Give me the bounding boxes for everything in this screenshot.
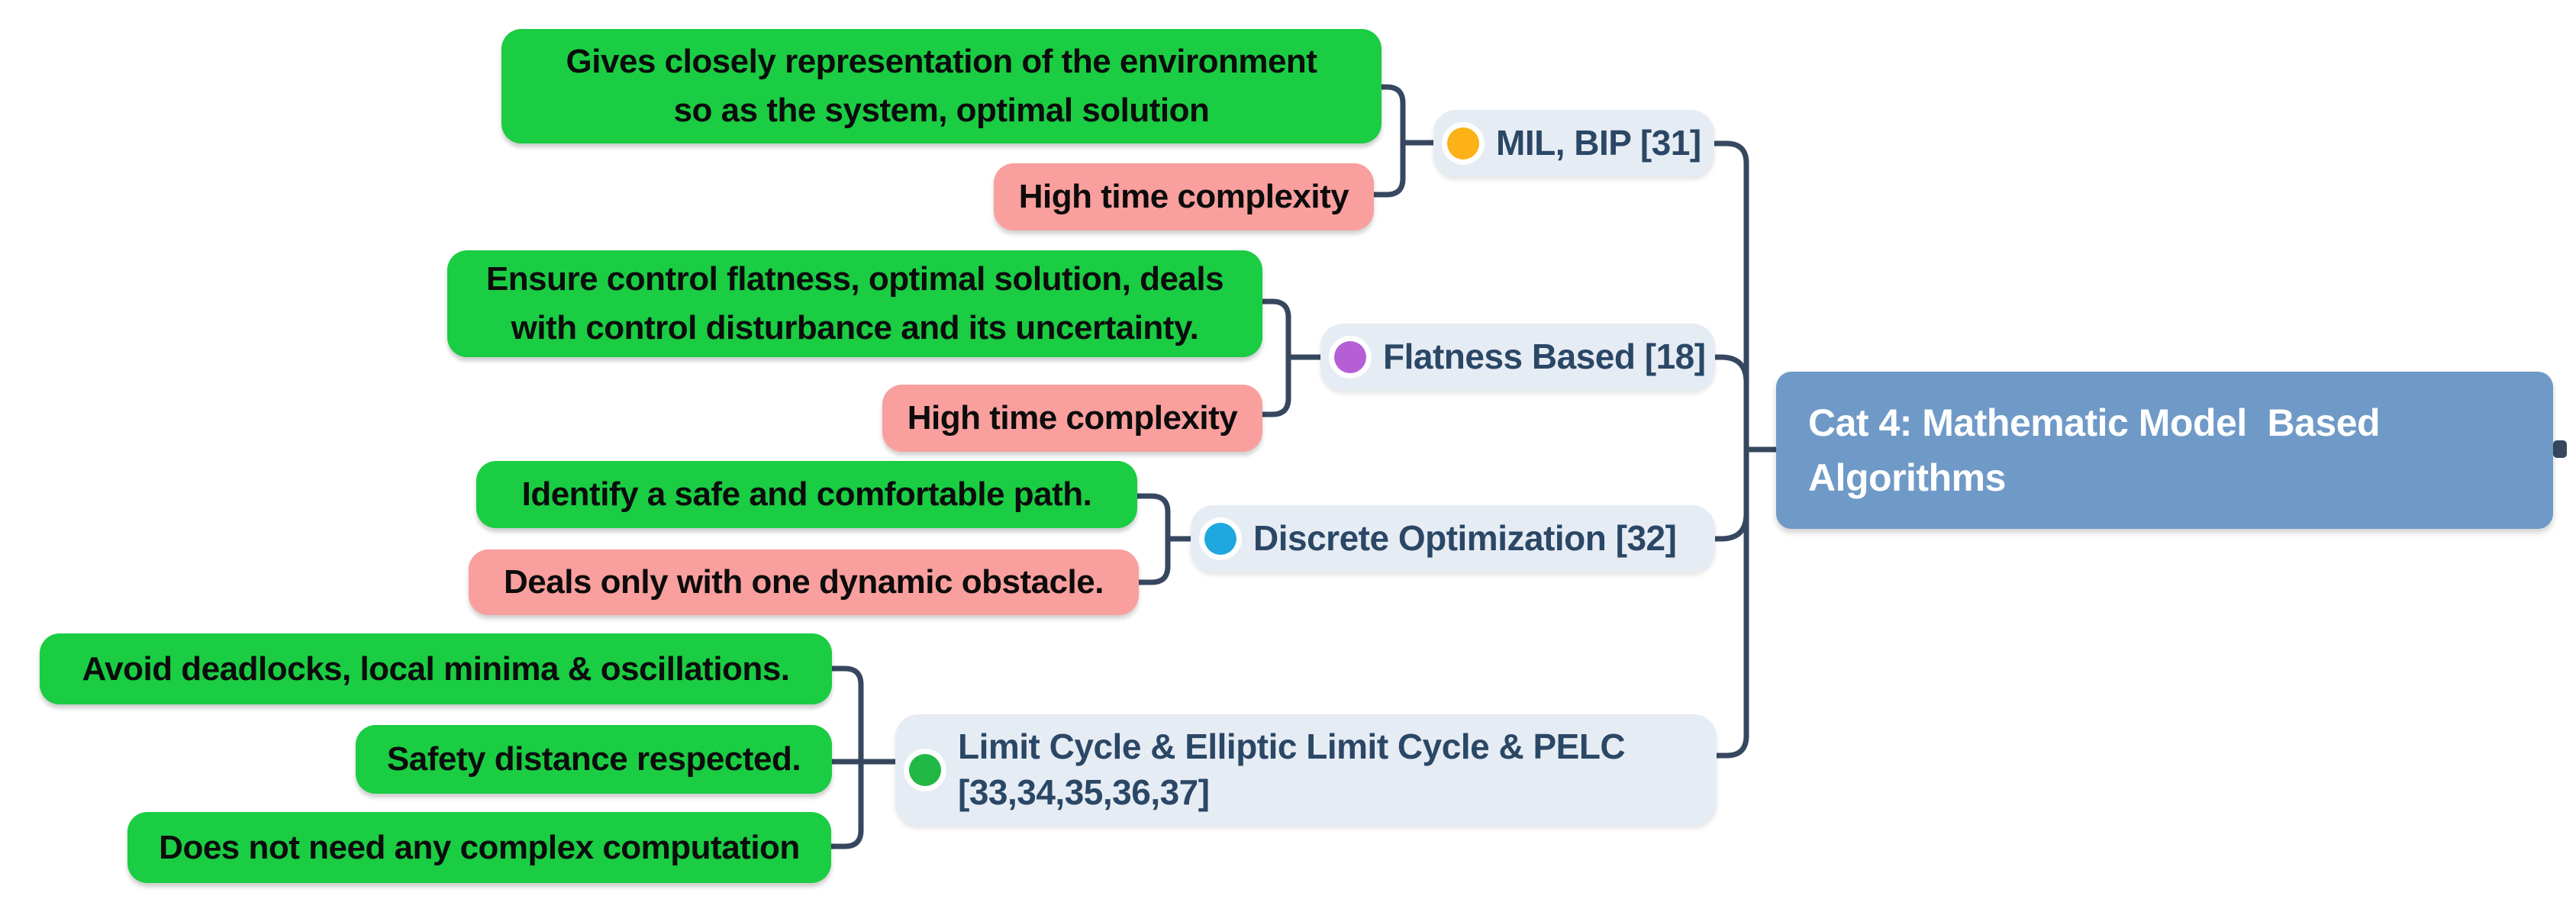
branch4-bracket-line	[826, 665, 864, 849]
branch2-bracket-line	[1256, 298, 1291, 417]
topic-label-line: [33,34,35,36,37]	[958, 772, 1210, 812]
note-con-discrete[interactable]: Deals only with one dynamic obstacle.	[469, 549, 1139, 615]
topic-label-line: Limit Cycle & Elliptic Limit Cycle & PEL…	[958, 727, 1626, 767]
root-label-line: Algorithms	[1808, 456, 2006, 499]
trunk-line	[1710, 140, 1749, 759]
note-pro-discrete[interactable]: Identify a safe and comfortable path.	[476, 461, 1137, 528]
blue-dot-icon	[1204, 523, 1236, 555]
topic-mil-bip[interactable]: MIL, BIP [31]	[1433, 110, 1714, 177]
root-label-line: Cat 4: Mathematic Model Based	[1808, 401, 2381, 444]
topic-limit-cycle[interactable]: Limit Cycle & Elliptic Limit Cycle & PEL…	[895, 714, 1717, 826]
topic-label: Discrete Optimization [32]	[1253, 518, 1677, 559]
topic-label: MIL, BIP [31]	[1496, 123, 1701, 163]
note-text-line: High time complexity	[1018, 178, 1349, 216]
note-con-flatness[interactable]: High time complexity	[882, 385, 1262, 452]
note-text-line: Deals only with one dynamic obstacle.	[504, 563, 1104, 601]
discrete-join-line	[1710, 511, 1749, 542]
note-text-line: Avoid deadlocks, local minima & oscillat…	[82, 649, 790, 688]
note-text-line: Does not need any complex computation	[159, 828, 800, 866]
note-pro-limit-cycle-1[interactable]: Avoid deadlocks, local minima & oscillat…	[40, 633, 832, 704]
note-pro-limit-cycle-2[interactable]: Safety distance respected.	[356, 725, 832, 794]
note-text-line: so as the system, optimal solution	[673, 92, 1210, 129]
branch3-bracket-line	[1131, 493, 1171, 585]
note-text-line: Gives closely representation of the envi…	[566, 43, 1317, 81]
collapse-handle-icon[interactable]	[2553, 440, 2567, 458]
orange-dot-icon	[1447, 127, 1479, 160]
note-pro-mil-bip[interactable]: Gives closely representation of the envi…	[501, 29, 1381, 143]
note-text-line: with control disturbance and its uncerta…	[511, 309, 1199, 346]
note-pro-limit-cycle-3[interactable]: Does not need any complex computation	[127, 812, 831, 883]
note-text-line: High time complexity	[907, 399, 1238, 437]
note-text-line: Ensure control flatness, optimal solutio…	[485, 260, 1224, 298]
purple-dot-icon	[1334, 341, 1366, 373]
topic-flatness-based[interactable]: Flatness Based [18]	[1320, 324, 1715, 391]
note-con-mil-bip[interactable]: High time complexity	[994, 163, 1374, 230]
topic-discrete-optimization[interactable]: Discrete Optimization [32]	[1191, 505, 1715, 572]
note-text-line: Safety distance respected.	[386, 740, 801, 778]
topic-label: Flatness Based [18]	[1383, 337, 1706, 377]
green-dot-icon	[909, 754, 941, 786]
root-node-cat4[interactable]: Cat 4: Mathematic Model Based Algorithms	[1776, 372, 2553, 529]
note-pro-flatness[interactable]: Ensure control flatness, optimal solutio…	[447, 250, 1262, 357]
note-text-line: Identify a safe and comfortable path.	[521, 475, 1092, 514]
flatness-join-line	[1710, 354, 1749, 385]
